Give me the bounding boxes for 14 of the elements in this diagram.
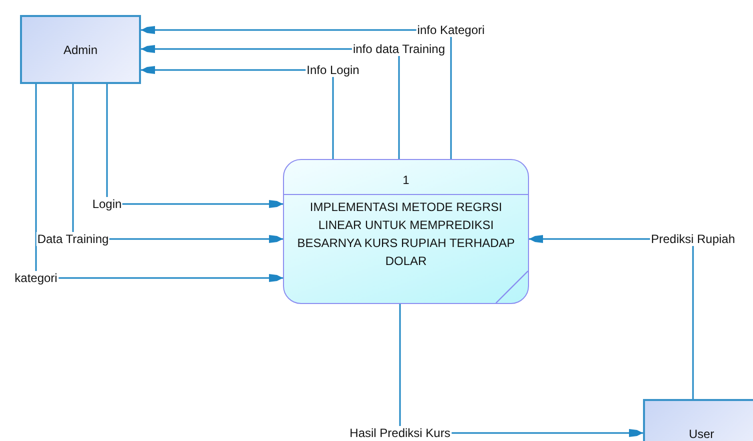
process-number: 1 bbox=[402, 173, 410, 187]
external-entity-box bbox=[20, 15, 141, 84]
edge-label: Info Login bbox=[306, 63, 360, 77]
edge-label: Prediksi Rupiah bbox=[650, 232, 736, 246]
process-box bbox=[283, 159, 529, 304]
edge-label: Data Training bbox=[36, 232, 110, 246]
edge-label: kategori bbox=[14, 271, 58, 285]
edge-label: Hasil Prediksi Kurs bbox=[348, 426, 452, 440]
entity-name: User bbox=[688, 427, 714, 441]
edge-label: info data Training bbox=[352, 42, 446, 56]
edge-label: Login bbox=[91, 197, 123, 211]
process-description: IMPLEMENTASI METODE REGRSI LINEAR UNTUK MEMPREDIKSI BESARNYA KURS RUPIAH TERHADAP DOLAR bbox=[296, 199, 516, 270]
edge-label: info Kategori bbox=[416, 23, 486, 37]
entity-name: Admin bbox=[63, 42, 98, 56]
